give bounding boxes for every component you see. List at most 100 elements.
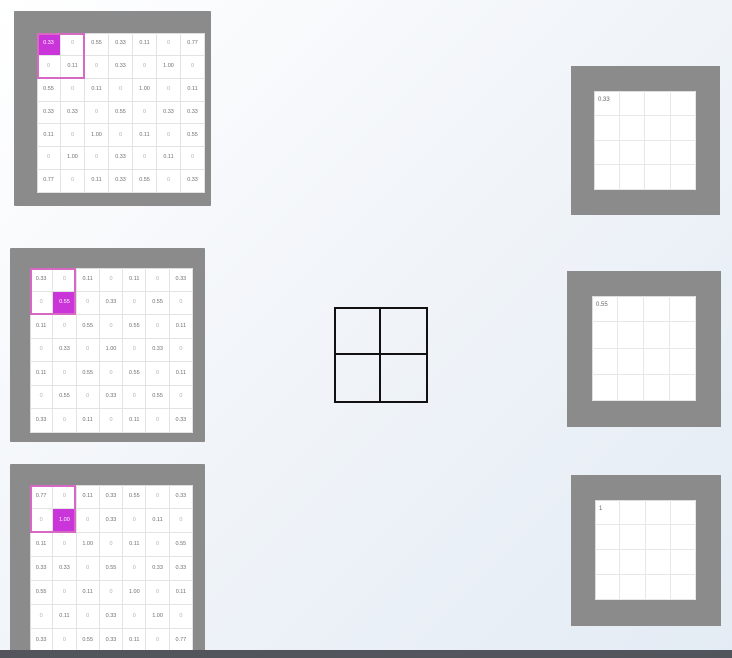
output-matrix-2-cell xyxy=(592,374,618,401)
matrix-cell: 0 xyxy=(169,338,193,363)
matrix-cell: 0 xyxy=(99,533,124,557)
matrix-cell: 0 xyxy=(146,362,170,386)
matrix-cell: 0.33 xyxy=(181,101,205,125)
matrix-cell: 0 xyxy=(146,409,170,433)
matrix-cell: 0.55 xyxy=(76,315,100,339)
pooling-window-cell xyxy=(336,355,381,401)
matrix-cell: 0 xyxy=(109,78,133,102)
output-matrix-2-cell xyxy=(670,296,696,323)
matrix-cell: 0.33 xyxy=(53,557,77,581)
output-matrix-2-cell xyxy=(618,348,644,375)
matrix-cell: 0 xyxy=(169,509,193,533)
matrix-cell: 0 xyxy=(133,147,157,171)
matrix-cell: 0.11 xyxy=(146,509,170,533)
matrix-cell: 0 xyxy=(123,338,147,363)
matrix-cell: 0.55 xyxy=(123,485,147,509)
output-matrix-3-cell xyxy=(670,500,696,525)
matrix-cell: 0.11 xyxy=(123,533,147,557)
matrix-cell: 0 xyxy=(76,509,100,533)
matrix-cell: 0.11 xyxy=(76,268,100,292)
matrix-cell: 0.11 xyxy=(30,362,54,386)
output-matrix-3-cell xyxy=(595,550,621,575)
matrix-cell: 0 xyxy=(146,581,170,605)
matrix-cell: 0.55 xyxy=(146,385,170,410)
output-matrix-3-cell xyxy=(670,550,696,575)
matrix-cell: 0.11 xyxy=(30,533,54,557)
output-matrix-1-cell xyxy=(645,91,671,116)
matrix-cell: 0.33 xyxy=(169,485,193,509)
matrix-cell: 0.33 xyxy=(30,409,54,433)
matrix-cell: 0 xyxy=(53,315,77,339)
matrix-cell: 0 xyxy=(76,338,100,363)
output-matrix-2-cell: 0.55 xyxy=(592,296,618,323)
output-matrix-3-cell xyxy=(645,550,671,575)
matrix-cell: 0 xyxy=(99,581,124,605)
matrix-cell: 0.55 xyxy=(85,33,109,56)
matrix-cell: 0 xyxy=(85,101,109,125)
matrix-cell: 0.11 xyxy=(133,124,157,148)
output-matrix-2-cell xyxy=(644,374,670,401)
output-matrix-1-cell xyxy=(645,115,671,141)
matrix-cell: 0 xyxy=(61,124,85,148)
matrix-cell: 1.00 xyxy=(133,78,157,102)
output-matrix-2-cell xyxy=(670,374,696,401)
matrix-cell: 1.00 xyxy=(146,605,170,629)
matrix-cell: 0 xyxy=(169,291,193,316)
output-matrix-2-cell xyxy=(670,348,696,375)
matrix-cell: 0.77 xyxy=(30,485,54,509)
matrix-cell: 0 xyxy=(99,409,124,433)
matrix-cell: 0 xyxy=(53,533,77,557)
matrix-cell: 0 xyxy=(123,291,147,316)
output-matrix-3-cell xyxy=(670,525,696,550)
output-matrix-3-cell xyxy=(595,575,621,600)
matrix-cell: 0.33 xyxy=(37,33,61,56)
output-matrix-3-cell xyxy=(620,550,646,575)
output-matrix-3-cell xyxy=(620,500,646,525)
output-matrix-2-cell xyxy=(592,348,618,375)
matrix-cell: 0 xyxy=(123,605,147,629)
output-matrix-1-cell xyxy=(594,165,620,190)
matrix-cell: 0 xyxy=(157,33,181,56)
matrix-cell: 0.33 xyxy=(99,291,124,316)
matrix-cell: 0.55 xyxy=(123,362,147,386)
matrix-cell: 0 xyxy=(99,315,124,339)
matrix-cell: 0.55 xyxy=(146,291,170,316)
matrix-cell: 0.55 xyxy=(123,315,147,339)
output-matrix-2-cell xyxy=(644,296,670,323)
output-matrix-1-panel: 0.33 xyxy=(571,66,720,215)
matrix-cell: 0 xyxy=(169,605,193,629)
matrix-cell: 0 xyxy=(61,78,85,102)
matrix-cell: 0.33 xyxy=(99,485,124,509)
matrix-cell: 0.11 xyxy=(76,581,100,605)
matrix-cell: 0.33 xyxy=(99,605,124,629)
matrix-cell: 0 xyxy=(37,55,61,79)
matrix-cell: 0.33 xyxy=(169,557,193,581)
output-matrix-3-cell xyxy=(645,525,671,550)
matrix-cell: 0 xyxy=(133,55,157,79)
matrix-cell: 0 xyxy=(61,33,85,56)
matrix-cell: 0 xyxy=(123,557,147,581)
matrix-cell: 0 xyxy=(146,315,170,339)
matrix-cell: 0.55 xyxy=(37,78,61,102)
output-matrix-1-cell xyxy=(670,165,696,190)
matrix-cell: 0 xyxy=(53,362,77,386)
matrix-cell: 0 xyxy=(30,509,54,533)
output-matrix-2-cell xyxy=(592,322,618,349)
matrix-cell: 0.33 xyxy=(181,170,205,193)
matrix-cell: 0 xyxy=(157,78,181,102)
output-matrix-1-grid: 0.33 xyxy=(594,91,696,190)
matrix-cell: 0.11 xyxy=(85,78,109,102)
output-matrix-3-cell xyxy=(670,575,696,600)
matrix-cell: 0 xyxy=(53,409,77,433)
output-matrix-1-cell xyxy=(619,140,645,166)
output-matrix-2-cell xyxy=(644,322,670,349)
output-matrix-2-cell xyxy=(670,322,696,349)
matrix-cell: 0 xyxy=(99,362,124,386)
matrix-cell: 0.11 xyxy=(169,315,193,339)
matrix-cell: 0.11 xyxy=(133,33,157,56)
output-matrix-1-cell xyxy=(619,91,645,116)
matrix-cell: 0 xyxy=(53,268,77,292)
matrix-cell: 0 xyxy=(146,533,170,557)
